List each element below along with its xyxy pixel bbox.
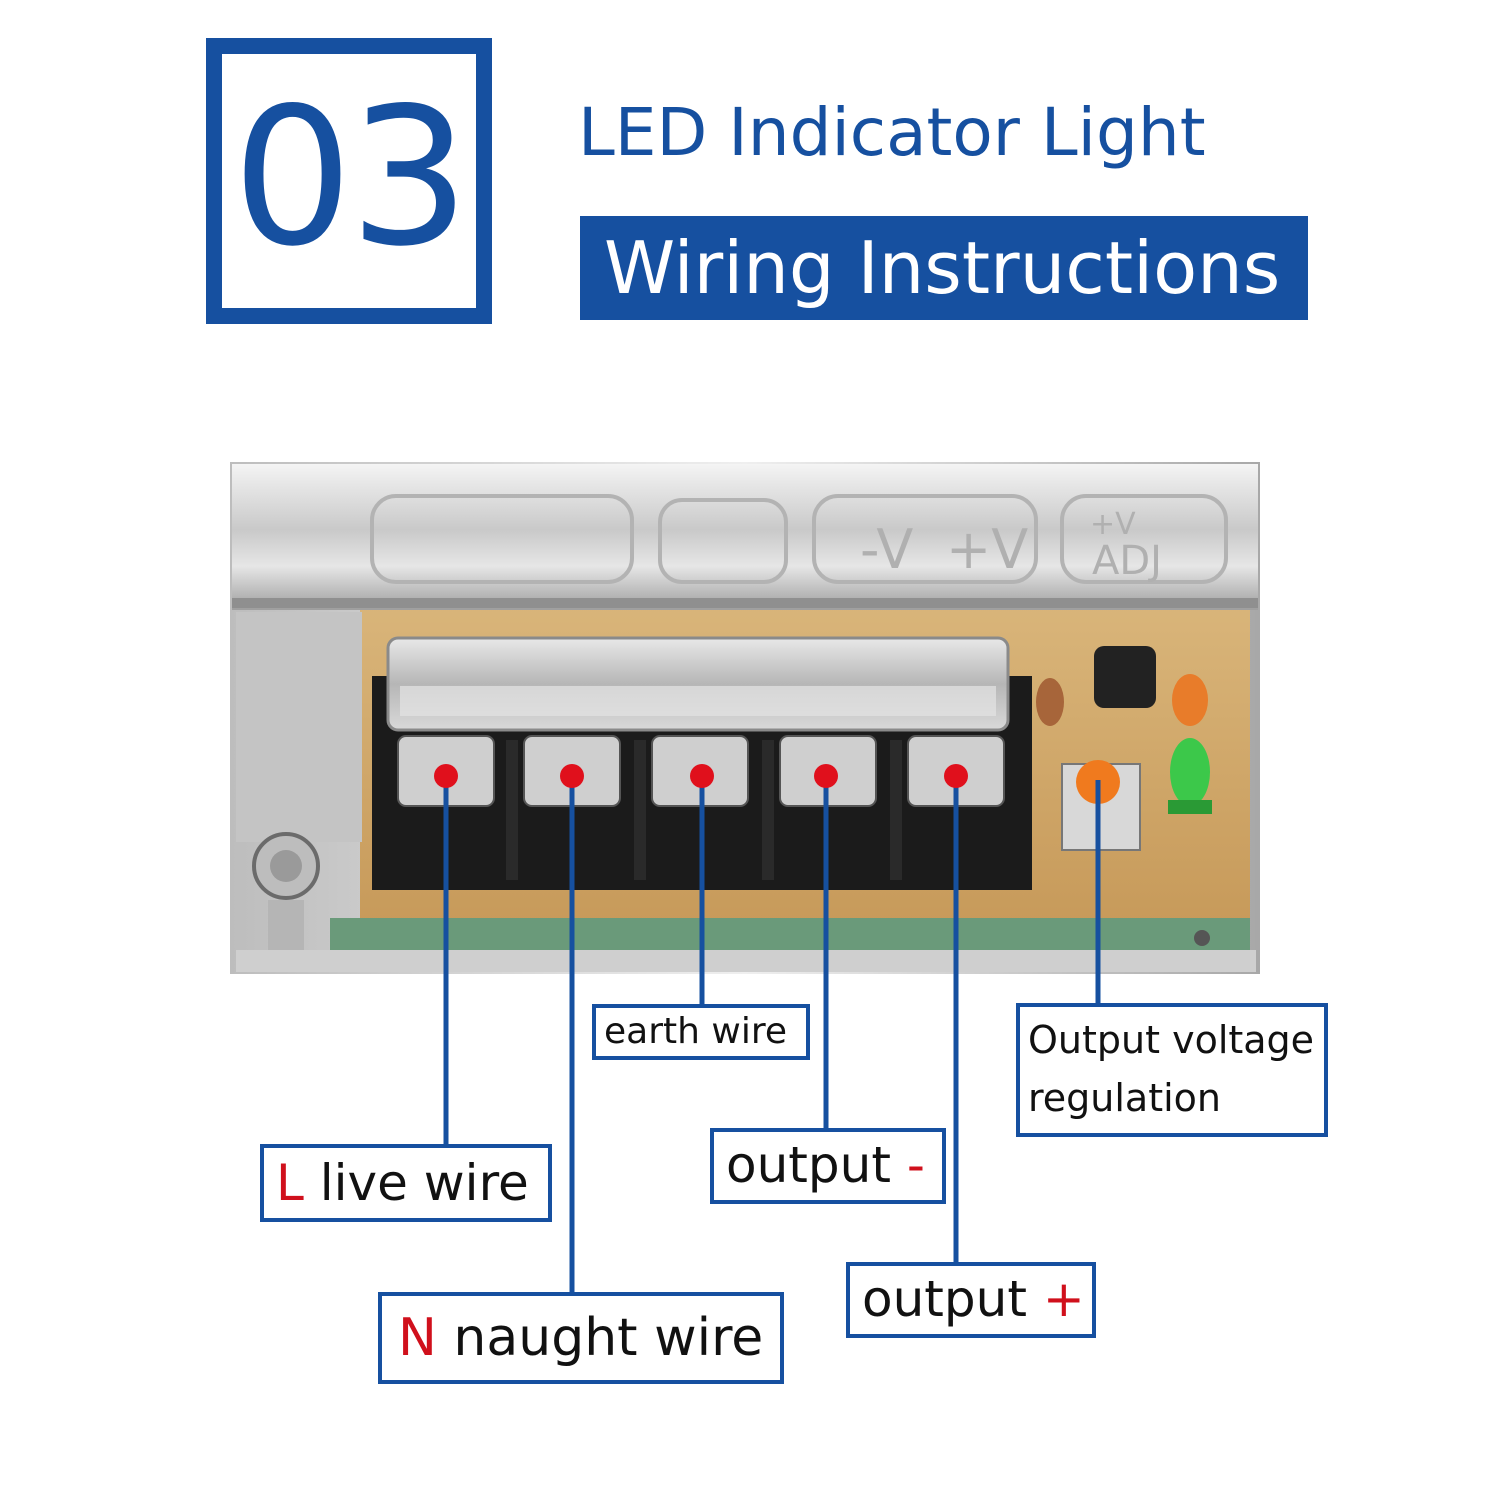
label-naught-wire: N naught wire [378, 1292, 784, 1384]
earth-wire-text: earth wire [604, 1011, 787, 1052]
section-number: 03 [232, 67, 470, 288]
label-earth-wire: earth wire [592, 1004, 810, 1060]
section-number-inner: 03 [222, 54, 476, 308]
top-cover [232, 464, 1258, 610]
cover-marking-pos-v: +V [946, 518, 1028, 581]
dot-naught [560, 764, 584, 788]
output-plus-sign: + [1042, 1270, 1085, 1328]
subtitle-banner: Wiring Instructions [580, 216, 1308, 320]
label-output-minus: output - [710, 1128, 946, 1204]
dot-output-minus [814, 764, 838, 788]
top-cover-edge [232, 598, 1258, 608]
live-letter: L [276, 1154, 304, 1212]
label-output-voltage-regulation: Output voltage regulation [1016, 1003, 1328, 1137]
dot-output-plus [944, 764, 968, 788]
naught-text: naught wire [436, 1308, 764, 1368]
capacitor-orange [1172, 674, 1208, 726]
page-title: LED Indicator Light [578, 94, 1206, 171]
terminal-cover-bar [386, 636, 1010, 732]
green-led [1170, 738, 1210, 806]
output-minus-text: output [726, 1136, 907, 1194]
output-plus-text: output [862, 1270, 1043, 1328]
output-minus-sign: - [906, 1136, 925, 1194]
live-text: live wire [303, 1154, 529, 1212]
left-bracket [236, 612, 362, 842]
naught-letter: N [398, 1308, 437, 1368]
capacitor-brown [1036, 678, 1064, 726]
dot-earth [690, 764, 714, 788]
output-voltage-text: Output voltage regulation [1028, 1018, 1315, 1120]
section-number-box: 03 [206, 38, 492, 324]
cover-marking-adj: ADJ [1092, 538, 1162, 584]
cover-marking-neg-v: -V [860, 518, 913, 581]
cover-marking-adj-top: +V [1090, 507, 1136, 542]
label-live-wire: L live wire [260, 1144, 552, 1222]
dot-live [434, 764, 458, 788]
label-output-plus: output + [846, 1262, 1096, 1338]
housing-bottom-rail [236, 950, 1256, 972]
transistor [1094, 646, 1156, 708]
